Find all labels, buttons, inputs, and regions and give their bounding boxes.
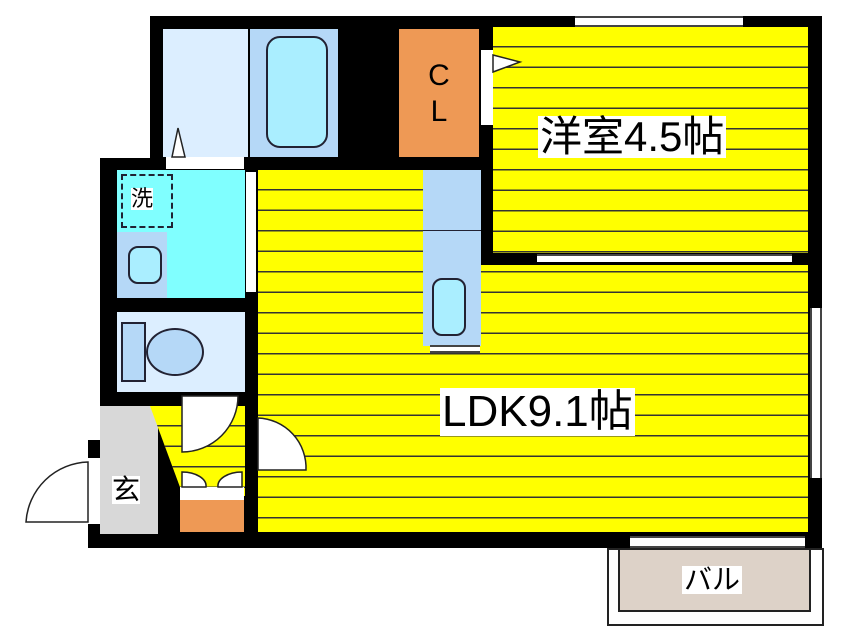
bathroom-door[interactable] bbox=[166, 157, 244, 169]
balcony-label: バル bbox=[682, 564, 743, 595]
hall-door-swing bbox=[181, 395, 239, 453]
kitchen-sink bbox=[432, 278, 466, 336]
closet-door-marker bbox=[492, 54, 523, 74]
front-door-swing bbox=[25, 461, 89, 523]
western-room-sliding-door[interactable] bbox=[537, 254, 792, 262]
entrance bbox=[100, 406, 158, 534]
balcony-window[interactable] bbox=[630, 536, 805, 548]
ldk-door-swing bbox=[257, 417, 307, 471]
washing-machine-space bbox=[121, 174, 173, 228]
closet-label: C L bbox=[428, 59, 450, 128]
bathroom-door-marker bbox=[171, 127, 186, 158]
shoe-cabinet bbox=[180, 500, 244, 532]
entrance-label: 玄 bbox=[112, 474, 141, 505]
washroom-sliding-door[interactable] bbox=[246, 172, 256, 292]
western-room-window[interactable] bbox=[575, 16, 743, 27]
western-room-label: 洋室4.5帖 bbox=[538, 113, 727, 160]
interior-wall-closet bbox=[481, 125, 493, 265]
closet bbox=[399, 29, 479, 157]
toilet-tank bbox=[121, 322, 146, 382]
ldk-side-window[interactable] bbox=[810, 308, 822, 478]
front-door[interactable] bbox=[88, 458, 100, 524]
shoe-cabinet-doors[interactable] bbox=[180, 487, 244, 500]
kitchen-divider bbox=[423, 230, 481, 231]
closet-door[interactable] bbox=[481, 50, 493, 125]
kitchen-rail bbox=[430, 345, 480, 353]
ldk-label: LDK9.1帖 bbox=[440, 387, 635, 436]
wash-basin bbox=[128, 246, 162, 284]
toilet-bowl bbox=[146, 328, 204, 376]
washroom-label: 洗 bbox=[131, 186, 154, 211]
bathtub bbox=[266, 36, 328, 148]
